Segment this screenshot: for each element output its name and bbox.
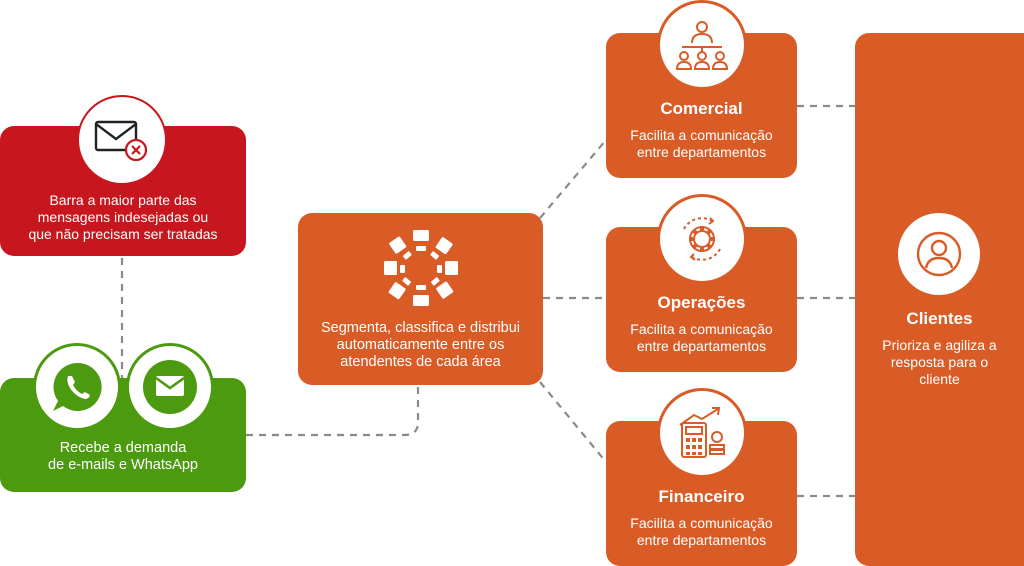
connector-intake-router bbox=[246, 385, 420, 437]
department-card-financeiro: Financeiro Facilita a comunicação entre … bbox=[606, 421, 797, 566]
mail-icon bbox=[126, 343, 214, 431]
department-title: Comercial bbox=[660, 99, 743, 118]
intake-box-text: Recebe a demanda de e-mails e WhatsApp bbox=[48, 440, 198, 473]
envelope-x-icon bbox=[77, 95, 167, 185]
distribution-icon bbox=[384, 230, 458, 306]
clients-text: Prioriza e agiliza a resposta para o cli… bbox=[882, 337, 997, 387]
router-box: Segmenta, classifica e distribui automat… bbox=[298, 213, 543, 385]
clients-box: Clientes Prioriza e agiliza a resposta p… bbox=[855, 33, 1024, 566]
department-text: Facilita a comunicação entre departament… bbox=[630, 127, 773, 160]
filter-box-text: Barra a maior parte das mensagens indese… bbox=[28, 192, 218, 242]
whatsapp-icon bbox=[33, 343, 121, 431]
clients-title: Clientes bbox=[906, 309, 973, 328]
department-title: Financeiro bbox=[658, 487, 745, 506]
department-text: Facilita a comunicação entre departament… bbox=[630, 321, 773, 354]
department-text: Facilita a comunicação entre departament… bbox=[630, 515, 773, 548]
connector-router-comercial bbox=[539, 139, 607, 219]
connector-router-financeiro bbox=[539, 381, 607, 463]
team-meeting-icon bbox=[657, 0, 747, 90]
calculator-growth-icon bbox=[657, 388, 747, 478]
gear-cycle-icon bbox=[657, 194, 747, 284]
user-icon bbox=[898, 213, 980, 295]
department-title: Operações bbox=[657, 293, 746, 312]
router-box-text: Segmenta, classifica e distribui automat… bbox=[320, 320, 521, 370]
